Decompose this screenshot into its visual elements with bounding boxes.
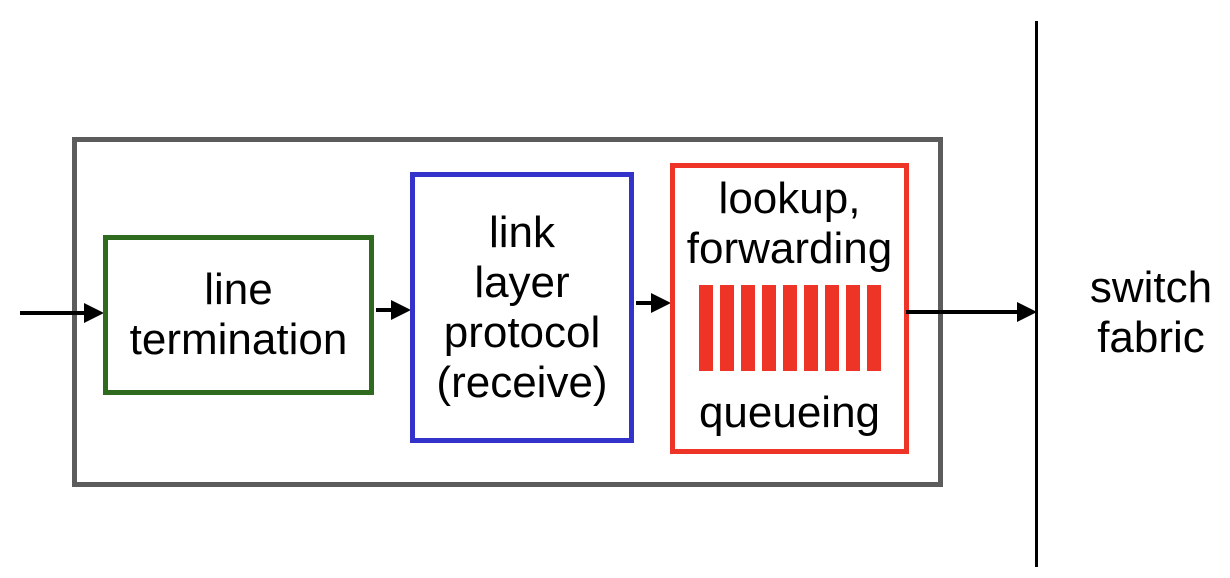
link-layer-label-line2: layer [474, 257, 570, 307]
link-layer-protocol-box: link layer protocol (receive) [410, 172, 634, 443]
link-layer-label-line4: (receive) [436, 357, 608, 407]
queue-bar [845, 285, 860, 371]
queue-bar [719, 285, 734, 371]
arrow-shaft [376, 308, 391, 312]
queue-bar [824, 285, 839, 371]
switch-fabric-label-line2: fabric [1097, 313, 1205, 362]
queue-bar [740, 285, 755, 371]
arrow-head-icon [651, 293, 671, 313]
arrow-shaft [20, 311, 84, 315]
lookup-forwarding-queueing-box: lookup, forwarding queueing [670, 163, 909, 454]
queue-bar [698, 285, 713, 371]
arrow-link-layer-to-lookup-icon [636, 293, 671, 313]
switch-fabric-label: switch fabric [1051, 263, 1230, 363]
link-layer-label-line1: link [488, 207, 556, 257]
queue-bar [782, 285, 797, 371]
incoming-link-arrow-icon [20, 303, 104, 323]
arrow-shaft [636, 301, 651, 305]
switch-fabric-line [1035, 21, 1038, 567]
arrow-head-icon [1017, 302, 1037, 322]
arrow-head-icon [84, 303, 104, 323]
switch-fabric-label-line1: switch [1089, 263, 1213, 312]
link-layer-label-line3: protocol [443, 307, 601, 357]
queue-bars-icon [698, 285, 881, 371]
queue-bar [866, 285, 881, 371]
line-termination-label-line2: termination [129, 315, 348, 364]
arrow-to-switch-fabric-icon [906, 302, 1037, 322]
queue-bar [761, 285, 776, 371]
arrow-head-icon [391, 300, 411, 320]
queue-bar [803, 285, 818, 371]
lookup-label-line1: lookup, [718, 174, 861, 223]
line-termination-box: line termination [103, 235, 374, 395]
lookup-label-line2: forwarding [686, 224, 893, 273]
line-termination-label-line1: line [204, 265, 273, 314]
arrow-shaft [906, 310, 1017, 314]
queueing-label: queueing [698, 388, 881, 437]
arrow-line-termination-to-link-layer-icon [376, 300, 411, 320]
